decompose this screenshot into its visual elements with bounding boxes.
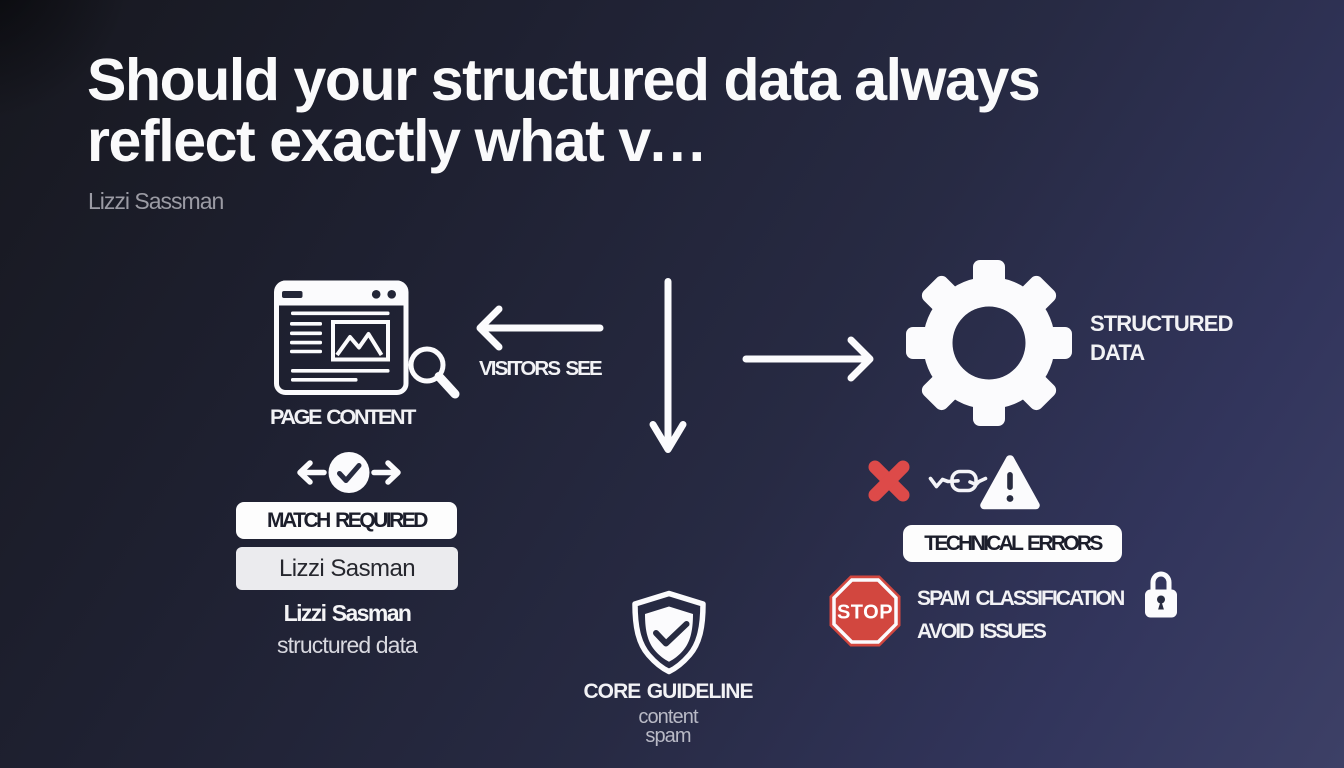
svg-text:STOP: STOP — [837, 602, 893, 624]
